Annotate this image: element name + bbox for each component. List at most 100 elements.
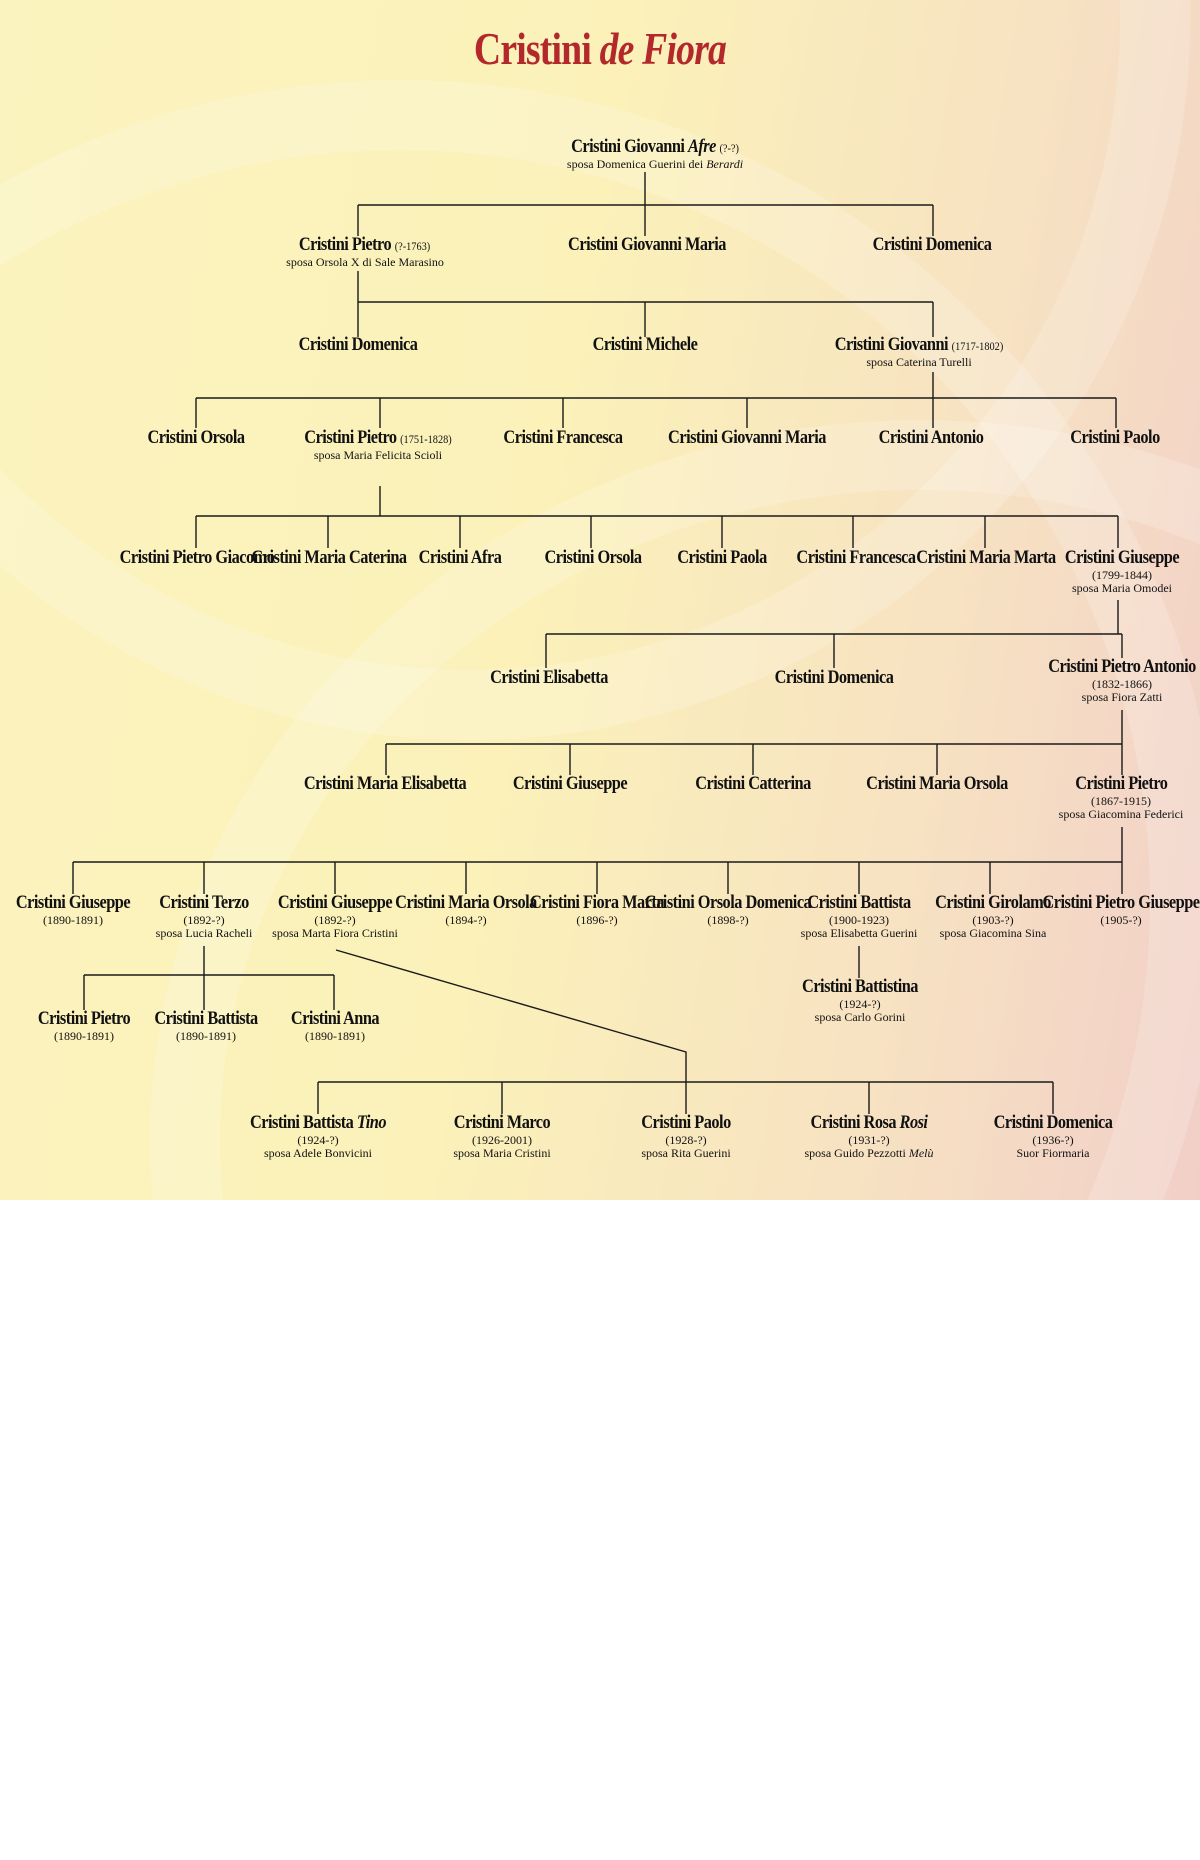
person-orsola-domenica: Cristini Orsola Domenica(1898-?) [631, 892, 825, 927]
name-text: Cristini Domenica [774, 667, 894, 688]
spouse-line: sposa Giacomina Sina [926, 926, 1061, 940]
person-anna-8: Cristini Anna(1890-1891) [284, 1008, 387, 1043]
spouse-text: sposa Maria Omodei [1072, 581, 1172, 596]
person-girolamo: Cristini Girolamo(1903-?)sposa Giacomina… [926, 892, 1061, 940]
spouse-line: sposa Elisabetta Guerini [799, 926, 919, 940]
person-name: Cristini Giovanni Afre (?-?) [571, 136, 739, 158]
person-name: Cristini Elisabetta [490, 667, 608, 689]
person-battista-tino: Cristini Battista Tino(1924-?)sposa Adel… [239, 1112, 397, 1161]
person-paolo-3: Cristini Paolo [1063, 427, 1167, 449]
life-dates: (1799-1844) [1091, 567, 1152, 582]
person-name: Cristini Pietro Antonio [1048, 656, 1196, 678]
person-pietro-giacomo: Cristini Pietro Giacomo [107, 547, 287, 569]
person-name: Cristini Pietro Giuseppe [1042, 892, 1200, 914]
spouse-line: sposa Rita Guerini [634, 1146, 738, 1161]
name-text: Cristini Maria Caterina [251, 547, 407, 568]
person-giuseppe-4: Cristini Giuseppe(1799-1844)sposa Maria … [1056, 547, 1189, 596]
spouse-line: sposa Lucia Racheli [152, 926, 256, 941]
name-text: Cristini Paola [677, 547, 767, 568]
life-dates: (1892-?) [183, 912, 225, 927]
person-battista-8: Cristini Battista(1890-1891) [146, 1008, 266, 1043]
spouse-line: sposa Maria Cristini [446, 1146, 558, 1160]
name-text: Cristini Michele [592, 334, 698, 355]
name-text: Cristini Battista [249, 1112, 354, 1133]
spouse-family-name: Melù [908, 1146, 934, 1161]
person-name: Cristini Maria Orsola [866, 773, 1008, 795]
name-text: Cristini Pietro [304, 427, 397, 448]
life-dates: (1717-1802) [951, 339, 1004, 353]
person-name: Cristini Domenica [994, 1112, 1113, 1134]
person-maria-orsola-6: Cristini Maria Orsola [855, 773, 1020, 795]
person-name: Cristini Giovanni Maria [568, 234, 726, 256]
spouse-text: sposa Domenica Guerini dei [566, 156, 704, 171]
person-name: Cristini Giuseppe [16, 892, 131, 914]
person-name: Cristini Battista [807, 892, 911, 914]
name-text: Cristini Giovanni [571, 136, 685, 157]
life-dates: (1896-?) [576, 912, 618, 927]
name-text: Cristini Marco [453, 1112, 551, 1133]
spouse-text: sposa Rita Guerini [641, 1146, 731, 1161]
spouse-line: sposa Maria Felicita Scioli [292, 448, 463, 462]
person-domenica-2: Cristini Domenica [289, 334, 427, 356]
spouse-text: sposa Fiora Zatti [1081, 690, 1163, 705]
person-name: Cristini Rosa Rosi [811, 1112, 928, 1134]
person-gio-maria-3: Cristini Giovanni Maria [655, 427, 839, 449]
name-text: Cristini Orsola [544, 547, 642, 568]
person-battistina: Cristini Battistina(1924-?)sposa Carlo G… [793, 976, 928, 1025]
person-name: Cristini Pietro Giacomo [120, 547, 275, 569]
person-orsola-4: Cristini Orsola [537, 547, 650, 569]
page-title: Cristini de Fiora [108, 22, 1092, 75]
name-text: Cristini Giovanni Maria [568, 234, 726, 255]
spouse-line: sposa Adele Bonvicini [239, 1146, 397, 1161]
name-text: Cristini Antonio [878, 427, 984, 448]
person-name: Cristini Orsola [147, 427, 245, 449]
person-catterina: Cristini Catterina [686, 773, 820, 795]
person-name: Cristini Paola [677, 547, 767, 569]
life-dates: (1928-?) [665, 1132, 707, 1147]
spouse-line: sposa Marta Fiora Cristini [269, 926, 402, 941]
person-name: Cristini Domenica [872, 234, 992, 256]
spouse-text: sposa Carlo Gorini [814, 1010, 906, 1025]
name-text: Cristini Domenica [872, 234, 992, 255]
spouse-text: sposa Orsola X di Sale Marasino [286, 254, 444, 269]
life-dates: (?-1763) [395, 239, 431, 253]
spouse-text: sposa Marta Fiora Cristini [272, 926, 398, 941]
person-name: Cristini Catterina [695, 773, 811, 795]
person-name: Cristini Giovanni Maria [668, 427, 826, 449]
name-text: Cristini Fiora Marta [530, 892, 665, 913]
spouse-text: sposa Guido Pezzotti [804, 1146, 906, 1161]
spouse-text: sposa Lucia Racheli [155, 926, 253, 941]
nickname: Tino [356, 1112, 387, 1133]
person-antonio-3: Cristini Antonio [870, 427, 992, 449]
person-name: Cristini Pietro [38, 1008, 131, 1030]
person-name: Cristini Giuseppe [278, 892, 393, 914]
spouse-line: sposa Giacomina Federici [1059, 807, 1184, 821]
name-text: Cristini Maria Elisabetta [303, 773, 467, 794]
person-name: Cristini Paolo [641, 1112, 731, 1134]
title-italic: de Fiora [599, 23, 727, 74]
person-afra: Cristini Afra [412, 547, 508, 569]
person-maria-orsola-7: Cristini Maria Orsola(1894-?) [384, 892, 549, 927]
person-francesca-4: Cristini Francesca [787, 547, 926, 569]
life-dates: (1931-?) [848, 1132, 890, 1147]
person-paola-4: Cristini Paola [670, 547, 774, 569]
name-text: Cristini Terzo [159, 892, 249, 913]
name-text: Cristini Orsola Domenica [644, 892, 812, 913]
person-name: Cristini Battistina [802, 976, 918, 998]
name-text: Cristini Pietro [299, 234, 392, 255]
person-name: Cristini Francesca [796, 547, 916, 569]
person-name: Cristini Paolo [1070, 427, 1160, 449]
spouse-text: sposa Adele Bonvicini [263, 1146, 372, 1161]
person-giovanni-2: Cristini Giovanni (1717-1802)sposa Cater… [821, 334, 1017, 369]
spouse-text: Suor Fiormaria [1016, 1146, 1090, 1161]
person-name: Cristini Domenica [298, 334, 418, 356]
life-dates: (1890-1891) [304, 1028, 365, 1043]
name-text: Cristini Pietro [1074, 773, 1168, 794]
life-dates: (1892-?) [314, 912, 356, 927]
name-text: Cristini Girolamo [935, 892, 1051, 913]
life-dates: (1900-1923) [829, 912, 889, 927]
name-text: Cristini Domenica [298, 334, 418, 355]
person-name: Cristini Battista Tino [249, 1112, 387, 1134]
name-text: Cristini Giuseppe [512, 773, 628, 794]
person-pietro-3: Cristini Pietro (1751-1828)sposa Maria F… [292, 427, 463, 462]
